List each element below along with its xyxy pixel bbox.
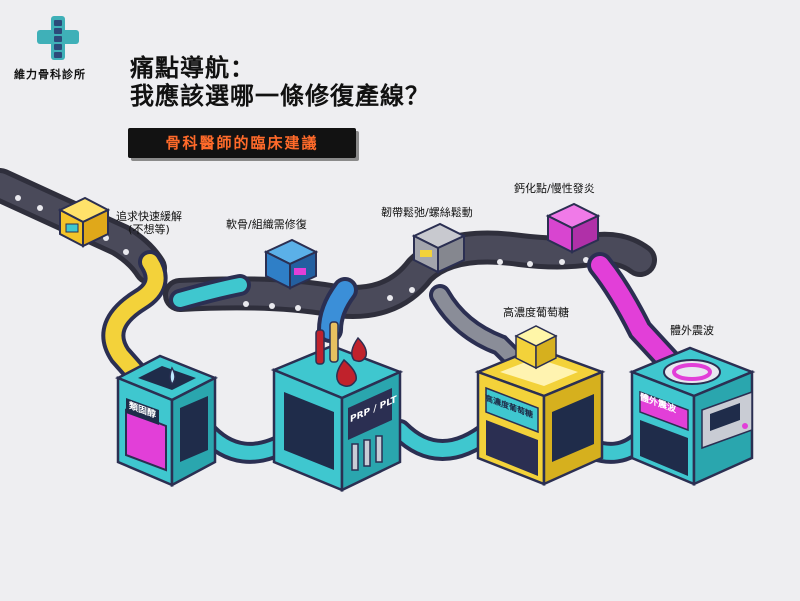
blood-drop-icon: [336, 358, 357, 387]
label-calcification: 鈣化點/慢性發炎: [514, 182, 595, 195]
control-panel: [701, 390, 753, 450]
sugar-cube-icon: [514, 325, 558, 370]
label-eswt-top: 體外震波: [670, 324, 714, 337]
title-line-1: 痛點導航：: [130, 54, 255, 82]
station-prp: [270, 321, 404, 492]
test-tubes: [315, 321, 339, 365]
box-calcification: [545, 202, 601, 254]
clinic-name: 維力骨科診所: [14, 68, 86, 81]
subtitle-banner: 骨科醫師的臨床建議: [128, 128, 356, 158]
label-quick-relief-sub: (不想等): [128, 223, 170, 236]
label-quick-relief: 追求快速緩解 (不想等): [116, 210, 182, 236]
box-ligament: [411, 222, 467, 274]
label-quick-relief-main: 追求快速緩解: [116, 210, 182, 223]
title-line-2: 我應該選哪一條修復產線？: [130, 82, 430, 110]
page-title: 痛點導航： 我應該選哪一條修復產線？: [130, 54, 430, 110]
box-quick-relief: [57, 196, 111, 248]
label-dextrose-top: 高濃度葡萄糖: [503, 306, 569, 319]
station-dextrose: [474, 325, 606, 486]
label-ligament: 韌帶鬆弛/螺絲鬆動: [381, 206, 473, 219]
station-eswt: [628, 346, 756, 486]
label-cartilage: 軟骨/組織需修復: [226, 218, 307, 231]
box-cartilage: [263, 238, 319, 290]
clinic-logo-icon: [37, 16, 79, 60]
station-steroid: [115, 354, 219, 488]
